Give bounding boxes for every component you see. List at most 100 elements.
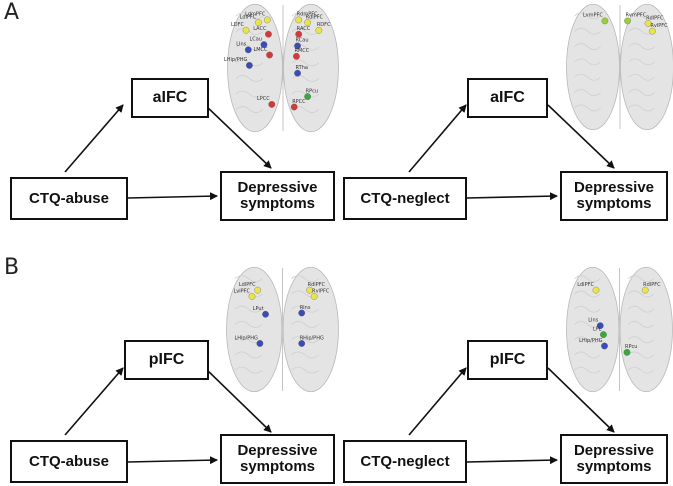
mediator-box-b2: pIFC (467, 340, 548, 380)
brain-node (304, 93, 311, 100)
arrow-b2-mediator-to-outcome (547, 367, 615, 433)
brain-node-label: LdmPFC (245, 12, 266, 18)
predictor-box-b2: CTQ-neglect (343, 440, 467, 483)
brain-node-label: LvmPFC (583, 13, 604, 19)
brain-gyrus (628, 89, 655, 96)
brain-node (596, 322, 604, 330)
predictor-box-b1: CTQ-abuse (10, 440, 128, 483)
brain-node-label: RvmPFC (626, 13, 647, 19)
brain-node-label: LvlPFC (233, 288, 250, 294)
arrow-a2-predictor-to-mediator (408, 104, 467, 173)
brain-gyrus (574, 89, 601, 96)
brain-gyrus (574, 12, 601, 20)
brain-gyrus (627, 275, 655, 283)
brain-node-label: LHip/PHG (579, 338, 603, 344)
brain-node (294, 69, 301, 77)
arrow-a1-predictor-to-outcome (127, 192, 218, 201)
brain-node-label: LdlPFC (577, 282, 594, 288)
panel-letter-a: A (4, 0, 20, 25)
panel-letter-b: B (4, 255, 20, 280)
arrow-a2-predictor-to-outcome (466, 192, 558, 201)
brain-gyrus (574, 336, 601, 344)
brain-gyrus (627, 366, 655, 374)
brain-node-label: RHip/PHG (300, 335, 324, 341)
brain-hemisphere-left (226, 266, 283, 393)
brain-gyrus (574, 321, 601, 328)
brain-node-label: RdlPFC (646, 15, 664, 21)
brain-node (298, 309, 306, 317)
brain-gyrus (235, 90, 264, 98)
brain-node (649, 27, 656, 35)
outcome-line2: symptoms (239, 458, 316, 475)
brain-gyrus (628, 43, 655, 50)
brain-gyrus (235, 28, 264, 35)
brain-gyrus (291, 351, 319, 359)
brain-node (256, 340, 264, 347)
brain-node (298, 340, 306, 347)
outcome-box-b2: Depressive symptoms (560, 434, 668, 484)
brain-node-label: RIns (300, 305, 311, 311)
arrow-b1-mediator-to-outcome (204, 367, 272, 433)
brain-gyrus (574, 104, 601, 112)
brain-gyrus (574, 73, 601, 81)
brain-gyrus (574, 43, 601, 50)
brain-node-label: RPCC (292, 99, 306, 105)
brain-gyrus (628, 12, 655, 20)
brain-node (600, 331, 607, 338)
outcome-line1: Depressive (237, 442, 318, 460)
brain-gyrus (235, 106, 264, 113)
brain-hemisphere-right (620, 3, 673, 131)
brain-node-label: RACC (297, 26, 311, 32)
brain-node (644, 20, 652, 27)
brain-node-label: RdlPFC (643, 282, 661, 288)
outcome-line1: Depressive (237, 179, 318, 197)
brain-node (268, 101, 276, 108)
arrow-b2-predictor-to-mediator (408, 367, 467, 436)
brain-node-label: LPL (593, 326, 602, 332)
brain-node (592, 286, 600, 294)
brain-gyrus (234, 290, 263, 298)
brain-node (255, 19, 262, 26)
brain-node-label: LHip/PHG (234, 335, 258, 341)
arrow-b2-predictor-to-outcome (466, 456, 558, 465)
brain-hemisphere-left (566, 266, 620, 393)
brain-node (295, 16, 303, 24)
brain-node-label: RvlPFC (312, 288, 330, 294)
outcome-line2: symptoms (576, 195, 652, 212)
brain-node-label: LDFC (231, 22, 245, 28)
brain-gyrus (234, 366, 263, 374)
arrow-b1-predictor-to-mediator (64, 367, 124, 436)
arrow-a2-mediator-to-outcome (547, 104, 615, 169)
brain-hemisphere-left (566, 3, 620, 131)
brain-gyrus (574, 366, 601, 374)
brain-node-label: LdlPFC (239, 282, 256, 288)
brain-gyrus (291, 90, 320, 98)
arrow-b1-predictor-to-outcome (127, 456, 218, 465)
brain-node (266, 51, 273, 59)
brain-node (294, 42, 301, 50)
brain-node-label: RPcu (625, 344, 637, 350)
brain-gyrus (627, 305, 655, 313)
brain-node (244, 46, 252, 54)
brain-node (260, 41, 268, 48)
brain-gyrus (235, 75, 264, 82)
outcome-line1: Depressive (573, 442, 655, 460)
brain-gyrus (627, 290, 655, 298)
predictor-box-a1: CTQ-abuse (10, 177, 128, 220)
brain-node (306, 286, 313, 294)
brain-gyrus (234, 305, 263, 313)
mediator-box-b1: pIFC (124, 340, 209, 380)
brain-gyrus (291, 12, 320, 20)
brain-node (315, 26, 323, 34)
brain-node-label: LPCC (257, 96, 270, 102)
brain-node (295, 30, 303, 38)
brain-gyrus (291, 275, 319, 283)
arrow-a1-mediator-to-outcome (204, 104, 272, 169)
predictor-box-a2: CTQ-neglect (343, 177, 467, 220)
brain-node (623, 349, 631, 356)
brain-node-label: RDFC (317, 22, 331, 28)
brain-node (248, 293, 256, 300)
brain-node-label: RvlPFC (650, 23, 668, 29)
